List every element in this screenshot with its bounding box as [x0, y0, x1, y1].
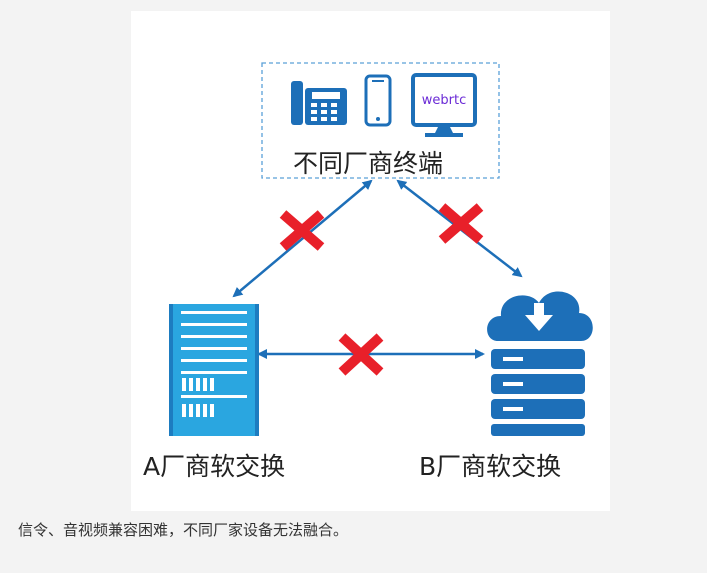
cross-icon — [438, 203, 484, 244]
diagram-panel: webrtc — [131, 11, 610, 511]
cross-icon — [338, 333, 384, 376]
caption-text: 信令、音视频兼容困难，不同厂家设备无法融合。 — [18, 521, 349, 539]
server-rack-icon — [169, 304, 259, 436]
arrow-terminals-to-switch-a — [232, 179, 373, 298]
terminal-group-box — [261, 62, 500, 179]
desk-phone-icon — [291, 81, 347, 125]
switch-b-label: B厂商软交换 — [419, 452, 562, 481]
switch-a-label: A厂商软交换 — [143, 452, 286, 481]
smartphone-icon — [364, 74, 392, 127]
cloud-download-icon — [487, 291, 593, 436]
diagram-canvas: webrtc — [169, 62, 593, 436]
cross-icon — [279, 210, 325, 251]
webrtc-screen-text: webrtc — [422, 93, 466, 108]
terminal-group-label: 不同厂商终端 — [293, 149, 444, 178]
monitor-icon: webrtc — [411, 73, 477, 137]
